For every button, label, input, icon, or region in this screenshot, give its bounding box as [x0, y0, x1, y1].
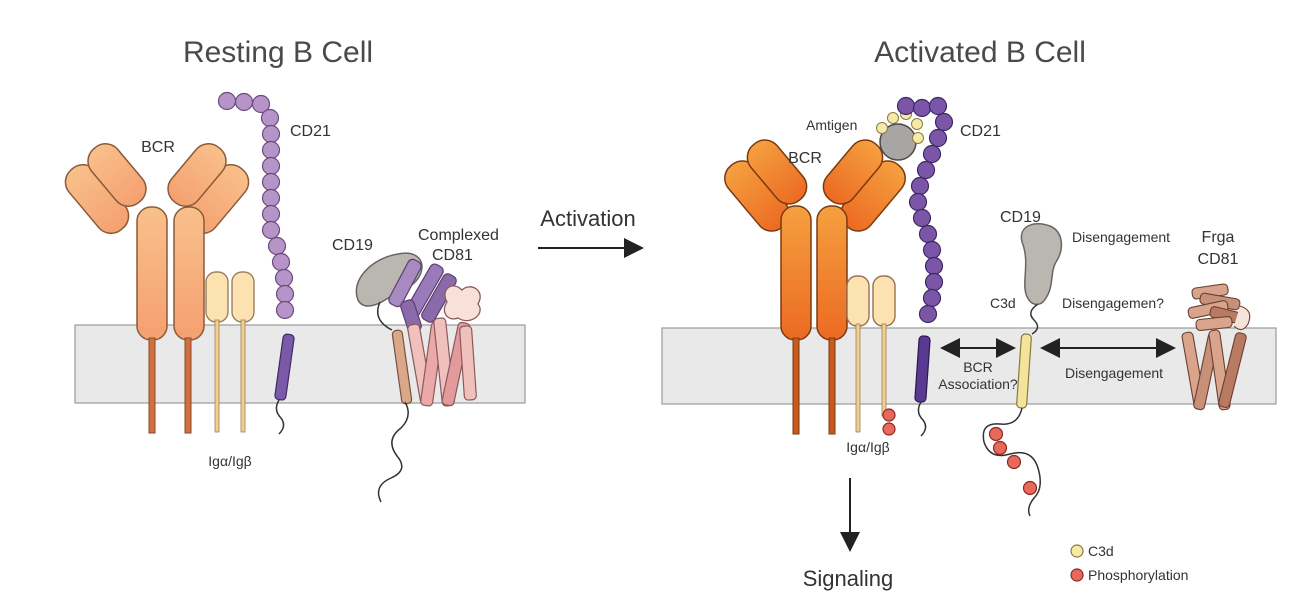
legend-phos-label: Phosphorylation — [1088, 567, 1188, 583]
title-activated: Activated B Cell — [874, 36, 1086, 69]
label-disengagement-top: Disengagement — [1072, 229, 1170, 245]
label-activation: Activation — [540, 206, 635, 231]
label-disengagement-q: Disengagemen? — [1062, 295, 1164, 311]
cd81-free — [1181, 283, 1251, 411]
legend-c3d-label: C3d — [1088, 543, 1114, 559]
phosphorylation-ig — [882, 408, 896, 436]
ig-resting — [205, 271, 255, 433]
legend-phos-swatch — [1070, 568, 1084, 582]
label-ig-resting: Igα/Igβ — [208, 453, 251, 469]
label-cd19-activated: CD19 — [1000, 209, 1041, 226]
title-resting: Resting B Cell — [183, 36, 373, 69]
label-frga-1: Frga — [1202, 229, 1235, 246]
label-frga-2: CD81 — [1198, 251, 1239, 268]
legend-c3d-swatch — [1070, 544, 1084, 558]
cd21-resting — [217, 91, 295, 320]
label-ig-activated: Igα/Igβ — [846, 439, 889, 455]
cd81-complexed-resting — [388, 258, 481, 407]
label-bcr-assoc-2: Association? — [938, 376, 1018, 392]
antigen — [876, 108, 924, 161]
label-cd21-resting: CD21 — [290, 123, 331, 140]
cd21-tail-resting — [275, 399, 285, 435]
legend: C3d Phosphorylation — [1070, 543, 1188, 583]
phosphorylation-cd19 — [988, 426, 1038, 496]
label-bcr-activated: BCR — [788, 150, 822, 167]
cd19-activated — [982, 222, 1063, 517]
label-complexed-1: Complexed — [418, 227, 499, 244]
label-cd21-activated: CD21 — [960, 123, 1001, 140]
label-complexed-2: CD81 — [432, 247, 473, 264]
label-antigen: Amtigen — [806, 117, 857, 133]
label-signaling: Signaling — [803, 566, 894, 591]
cd21-tail-activated — [917, 401, 927, 437]
label-cd19-resting: CD19 — [332, 237, 373, 254]
cd21-tm-resting — [274, 333, 295, 401]
bcr-resting — [64, 143, 250, 434]
label-bcr-assoc-1: BCR — [963, 359, 993, 375]
cd21-activated — [896, 96, 954, 324]
label-disengagement-mid: Disengagement — [1065, 365, 1163, 381]
label-bcr-resting: BCR — [141, 139, 175, 156]
bcr-activated — [724, 139, 906, 435]
ig-activated — [846, 275, 896, 433]
label-c3d: C3d — [990, 295, 1016, 311]
